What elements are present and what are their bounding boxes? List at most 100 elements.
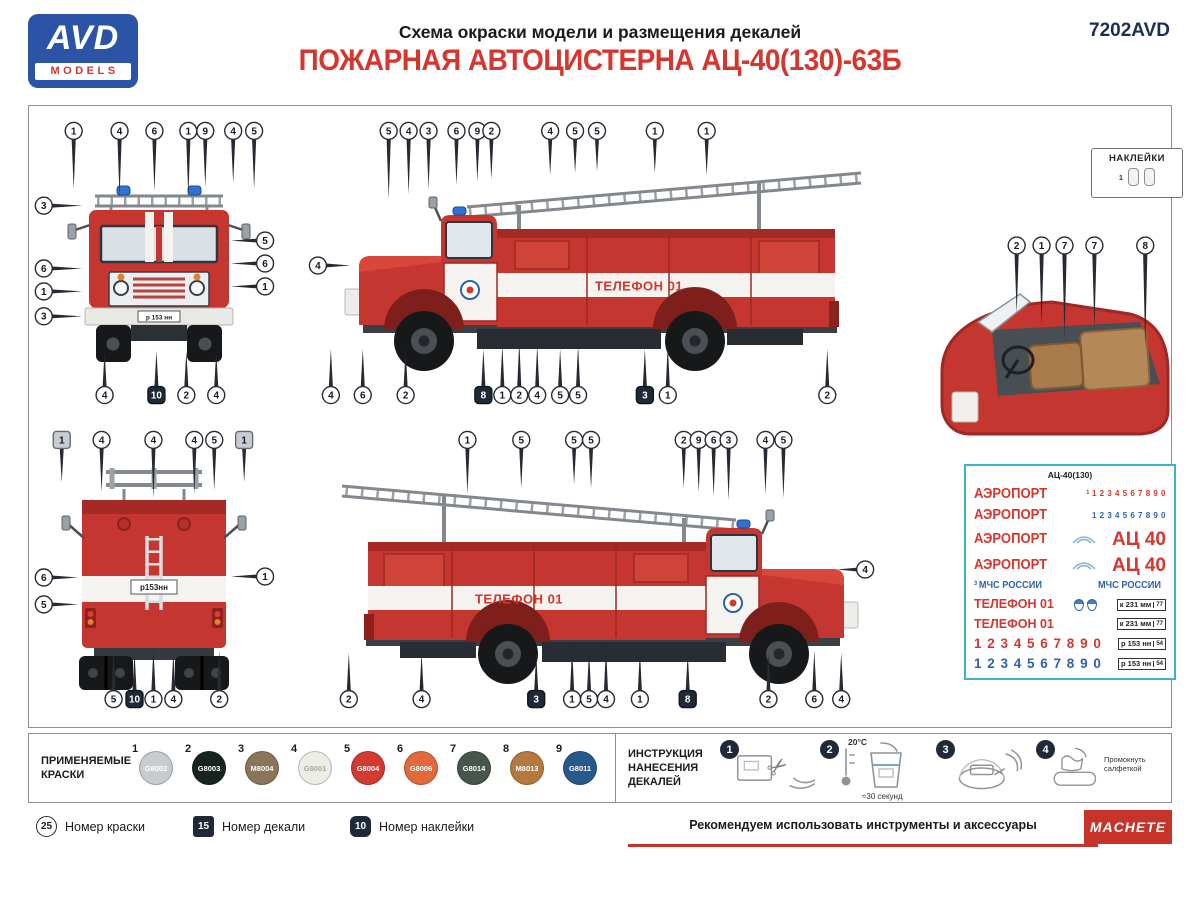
soak-decal-illustration — [841, 742, 902, 788]
callout-5: 5 — [244, 121, 264, 190]
step-number: 1 — [720, 740, 739, 759]
svg-text:4: 4 — [315, 261, 321, 272]
page-title: ПОЖАРНАЯ АВТОЦИСТЕРНА АЦ-40(130)-63Б — [298, 44, 902, 77]
phone-decal: ТЕЛЕФОН 01 — [475, 592, 563, 607]
side-view-left: ТЕЛЕФОН 01 — [329, 474, 874, 704]
front-plate-text: р 153 нн — [146, 315, 172, 322]
svg-text:8: 8 — [481, 390, 487, 401]
paint-number: 4 — [291, 743, 298, 755]
front-view: р 153 нн — [59, 184, 259, 379]
svg-text:9: 9 — [202, 126, 208, 137]
interior-view — [934, 264, 1174, 439]
white-stripe — [145, 212, 154, 262]
svg-text:10: 10 — [151, 390, 163, 401]
svg-text:4: 4 — [547, 126, 553, 137]
svg-text:4: 4 — [117, 126, 123, 137]
beacon-icon — [187, 185, 202, 196]
svg-text:4: 4 — [192, 435, 198, 446]
paint-swatch: G8001 — [298, 751, 332, 785]
svg-text:4: 4 — [534, 390, 540, 401]
wheels — [79, 656, 229, 690]
svg-text:5: 5 — [251, 126, 257, 137]
svg-text:5: 5 — [781, 435, 787, 446]
svg-text:6: 6 — [41, 264, 47, 275]
paints-label: ПРИМЕНЯЕМЫЕ КРАСКИ — [41, 754, 132, 781]
svg-text:4: 4 — [230, 126, 236, 137]
step-number: 4 — [1036, 740, 1055, 759]
svg-text:1: 1 — [262, 572, 268, 583]
airport-decal: АЭРОПОРТ — [974, 556, 1048, 573]
svg-text:6: 6 — [262, 259, 268, 270]
step-cut: 1 ✂ — [720, 737, 820, 799]
svg-text:5: 5 — [557, 390, 563, 401]
paint-number: 6 — [397, 743, 404, 755]
white-stripe — [164, 212, 173, 262]
crest-icon — [1086, 598, 1097, 611]
avd-logo-models-text: MODELS — [35, 63, 131, 80]
svg-text:5: 5 — [111, 694, 117, 705]
svg-text:1: 1 — [665, 390, 671, 401]
paint-swatch: G8002 — [139, 751, 173, 785]
svg-text:6: 6 — [711, 435, 717, 446]
ladder-end — [106, 468, 202, 500]
decal-row: АЭРОПОРТ АЦ 40 — [974, 530, 1166, 549]
decal-sheet-title: АЦ-40(130) — [1047, 470, 1093, 480]
rear-plate-text: р153нн — [140, 583, 168, 592]
paint-number-symbol: 25 — [36, 816, 57, 837]
svg-text:1: 1 — [704, 126, 710, 137]
paint-swatch: G8011 — [563, 751, 597, 785]
stickers-box: НАКЛЕЙКИ 1 — [1091, 148, 1183, 198]
sticker-index: 1 — [1118, 172, 1124, 182]
sticker-shape — [1128, 168, 1140, 186]
paint-number: 3 — [238, 743, 245, 755]
airport-decal: АЭРОПОРТ — [974, 530, 1048, 547]
paint-swatch: M8004 — [245, 751, 279, 785]
step-apply: 3 — [936, 737, 1036, 799]
soak-time: ≈30 секунд — [862, 792, 903, 801]
turn-signal — [193, 273, 201, 281]
roof-rack — [95, 185, 223, 214]
turn-signal — [117, 273, 125, 281]
ac40-decal: АЦ 40 — [1111, 554, 1166, 576]
diagram-area: р 153 нн ТЕЛЕФОН 01 НАКЛЕЙКИ 1 — [28, 105, 1183, 728]
svg-text:3: 3 — [642, 390, 648, 401]
sticker-number-symbol: 10 — [350, 816, 371, 837]
headlight — [113, 280, 129, 296]
paint-number: 7 — [450, 743, 457, 755]
crest-icon — [1073, 598, 1084, 611]
callout-6: 6 — [145, 121, 164, 192]
svg-text:5: 5 — [386, 126, 392, 137]
brand-rule — [628, 844, 1098, 847]
mchs-decal: МЧС РОССИИ — [1097, 580, 1161, 592]
svg-text:2: 2 — [403, 390, 409, 401]
svg-text:2: 2 — [489, 126, 495, 137]
blot-decal-illustration — [1053, 747, 1097, 786]
svg-text:1: 1 — [262, 282, 268, 293]
door-panel — [951, 391, 979, 423]
rear-view: р153нн — [54, 458, 254, 693]
callout-4: 4 — [224, 121, 243, 184]
paint-number: 5 — [344, 743, 351, 755]
decal-row: АЭРОПОРТ АЦ 40 — [974, 556, 1166, 575]
machete-logo: MACHETE — [1084, 810, 1172, 844]
svg-text:10: 10 — [129, 694, 141, 705]
svg-text:6: 6 — [152, 126, 158, 137]
svg-text:2: 2 — [681, 435, 687, 446]
paint-swatch: G8014 — [457, 751, 491, 785]
legend-sticker: 10 Номер наклейки — [350, 816, 474, 837]
airport-decal: АЭРОПОРТ — [974, 507, 1048, 524]
callout-9: 9 — [196, 121, 215, 188]
instruction-steps: 1 ✂ 2 20°C — [720, 737, 1171, 801]
wings-emblem-icon — [1072, 536, 1096, 544]
decal-instructions-panel: ИНСТРУКЦИЯ НАНЕСЕНИЯ ДЕКАЛЕЙ 1 ✂ 2 20°C — [615, 733, 1172, 803]
step-number: 3 — [936, 740, 955, 759]
svg-text:4: 4 — [151, 435, 157, 446]
